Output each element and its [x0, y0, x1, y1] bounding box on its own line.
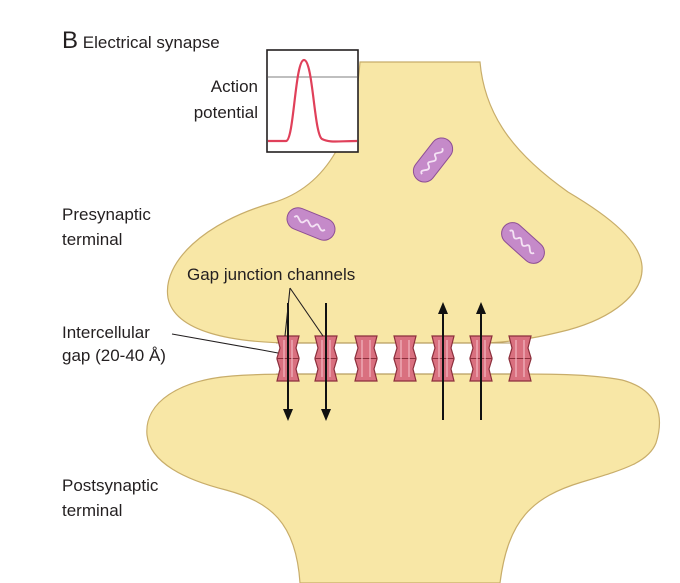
- channel-3: [354, 335, 378, 382]
- flow-arrow-up: [438, 302, 448, 420]
- mitochondrion-2: [286, 207, 336, 241]
- presynaptic-label: Presynaptic terminal: [62, 204, 151, 251]
- mitochondrion-3: [501, 222, 545, 264]
- presynaptic-label-line2: terminal: [62, 230, 123, 249]
- flow-arrow-up: [476, 302, 486, 420]
- flow-arrow-down: [283, 303, 293, 421]
- action-potential-box: [266, 49, 359, 153]
- postsynaptic-label-line1: Postsynaptic: [62, 476, 159, 495]
- action-potential-trace: [268, 58, 358, 143]
- intercellular-label-line1: Intercellular: [62, 323, 150, 342]
- channel-7: [508, 335, 532, 382]
- intercellular-label-line2: gap (20-40 Å): [62, 346, 166, 365]
- flow-arrow-down: [321, 303, 331, 421]
- channel-4: [393, 335, 417, 382]
- panel-title: B Electrical synapse: [62, 27, 220, 54]
- presynaptic-label-line1: Presynaptic: [62, 205, 151, 224]
- gap-junction-channels: [276, 335, 532, 382]
- leader-lines: [171, 287, 324, 354]
- postsynaptic-label: Postsynaptic terminal: [62, 475, 158, 522]
- action-potential-label-line2: potential: [193, 103, 258, 122]
- postsynaptic-terminal: [146, 373, 660, 583]
- panel-letter: B: [62, 27, 79, 54]
- panel-title-text: Electrical synapse: [82, 33, 220, 52]
- postsynaptic-label-line2: terminal: [62, 501, 123, 520]
- flow-arrows: [283, 302, 486, 421]
- gap-junction-label: Gap junction channels: [187, 265, 356, 284]
- intercellular-gap-label: Intercellular gap (20-40 Å): [62, 322, 166, 367]
- action-potential-label: Action potential: [180, 76, 258, 124]
- action-potential-label-line1: Action: [210, 77, 258, 96]
- mitochondrion-1: [412, 137, 454, 183]
